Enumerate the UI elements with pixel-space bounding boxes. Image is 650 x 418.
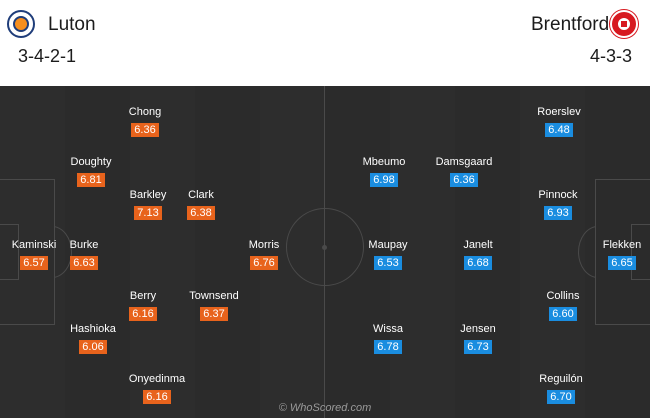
player-name: Clark bbox=[188, 189, 214, 201]
player-rating: 6.16 bbox=[129, 307, 157, 321]
player-name: Kaminski bbox=[11, 239, 57, 251]
player-janelt[interactable]: Janelt 6.68 bbox=[455, 239, 501, 270]
player-barkley[interactable]: Barkley 7.13 bbox=[126, 189, 170, 220]
player-name: Berry bbox=[129, 290, 157, 302]
player-name: Collins bbox=[546, 290, 580, 302]
away-team-name: Brentford bbox=[531, 14, 610, 35]
player-name: Reguilón bbox=[539, 373, 583, 385]
player-berry[interactable]: Berry 6.16 bbox=[126, 290, 160, 321]
player-rating: 7.13 bbox=[134, 206, 162, 220]
centre-circle bbox=[286, 208, 364, 286]
player-name: Wissa bbox=[373, 323, 403, 335]
player-reguilon[interactable]: Reguilón 6.70 bbox=[533, 373, 589, 404]
whoscored-watermark: © WhoScored.com bbox=[278, 402, 372, 414]
player-burke[interactable]: Burke 6.63 bbox=[66, 239, 102, 270]
player-rating: 6.36 bbox=[131, 123, 159, 137]
player-rating: 6.63 bbox=[70, 256, 98, 270]
player-name: Jensen bbox=[460, 323, 496, 335]
player-name: Barkley bbox=[129, 189, 167, 201]
player-pinnock[interactable]: Pinnock 6.93 bbox=[535, 189, 581, 220]
player-name: Townsend bbox=[189, 290, 239, 302]
player-morris[interactable]: Morris 6.76 bbox=[244, 239, 284, 270]
player-name: Hashioka bbox=[70, 323, 116, 335]
right-penalty-area bbox=[595, 179, 650, 325]
player-collins[interactable]: Collins 6.60 bbox=[541, 290, 585, 321]
player-rating: 6.93 bbox=[544, 206, 572, 220]
player-name: Doughty bbox=[70, 156, 112, 168]
player-chong[interactable]: Chong 6.36 bbox=[126, 106, 164, 137]
player-rating: 6.73 bbox=[464, 340, 492, 354]
player-rating: 6.65 bbox=[608, 256, 636, 270]
player-name: Burke bbox=[69, 239, 99, 251]
player-onyedinma[interactable]: Onyedinma 6.16 bbox=[126, 373, 188, 404]
player-wissa[interactable]: Wissa 6.78 bbox=[368, 323, 408, 354]
player-rating: 6.70 bbox=[547, 390, 575, 404]
player-rating: 6.38 bbox=[187, 206, 215, 220]
player-rating: 6.60 bbox=[549, 307, 577, 321]
player-hashioka[interactable]: Hashioka 6.06 bbox=[66, 323, 120, 354]
player-damsgaard[interactable]: Damsgaard 6.36 bbox=[434, 156, 494, 187]
luton-crest-icon bbox=[7, 10, 35, 38]
left-goal-area bbox=[0, 224, 19, 280]
player-rating: 6.37 bbox=[200, 307, 228, 321]
player-mbeumo[interactable]: Mbeumo 6.98 bbox=[358, 156, 410, 187]
home-team-name: Luton bbox=[48, 14, 96, 35]
player-doughty[interactable]: Doughty 6.81 bbox=[66, 156, 116, 187]
home-formation: 3-4-2-1 bbox=[18, 46, 77, 66]
player-name: Janelt bbox=[463, 239, 493, 251]
player-name: Damsgaard bbox=[435, 156, 493, 168]
player-roerslev[interactable]: Roerslev 6.48 bbox=[534, 106, 584, 137]
player-rating: 6.76 bbox=[250, 256, 278, 270]
player-rating: 6.68 bbox=[464, 256, 492, 270]
centre-spot bbox=[322, 245, 327, 250]
player-jensen[interactable]: Jensen 6.73 bbox=[455, 323, 501, 354]
player-name: Roerslev bbox=[537, 106, 581, 118]
player-rating: 6.16 bbox=[143, 390, 171, 404]
player-name: Flekken bbox=[602, 239, 642, 251]
player-maupay[interactable]: Maupay 6.53 bbox=[363, 239, 413, 270]
player-rating: 6.53 bbox=[374, 256, 402, 270]
away-formation: 4-3-3 bbox=[590, 46, 633, 66]
player-clark[interactable]: Clark 6.38 bbox=[186, 189, 216, 220]
player-name: Chong bbox=[128, 106, 162, 118]
player-rating: 6.81 bbox=[77, 173, 105, 187]
player-rating: 6.57 bbox=[20, 256, 48, 270]
left-penalty-area bbox=[0, 179, 55, 325]
player-name: Onyedinma bbox=[128, 373, 186, 385]
player-name: Pinnock bbox=[538, 189, 578, 201]
player-name: Maupay bbox=[368, 239, 408, 251]
right-goal-area bbox=[631, 224, 650, 280]
player-kaminski[interactable]: Kaminski 6.57 bbox=[8, 239, 60, 270]
match-header: Luton 3-4-2-1 Brentford 4-3-3 bbox=[0, 0, 650, 86]
pitch bbox=[0, 86, 650, 418]
player-name: Mbeumo bbox=[362, 156, 406, 168]
player-rating: 6.36 bbox=[450, 173, 478, 187]
player-name: Morris bbox=[248, 239, 280, 251]
player-rating: 6.48 bbox=[545, 123, 573, 137]
player-townsend[interactable]: Townsend 6.37 bbox=[186, 290, 242, 321]
brentford-crest-icon bbox=[610, 10, 638, 38]
player-rating: 6.78 bbox=[374, 340, 402, 354]
player-rating: 6.98 bbox=[370, 173, 398, 187]
player-flekken[interactable]: Flekken 6.65 bbox=[597, 239, 647, 270]
player-rating: 6.06 bbox=[79, 340, 107, 354]
